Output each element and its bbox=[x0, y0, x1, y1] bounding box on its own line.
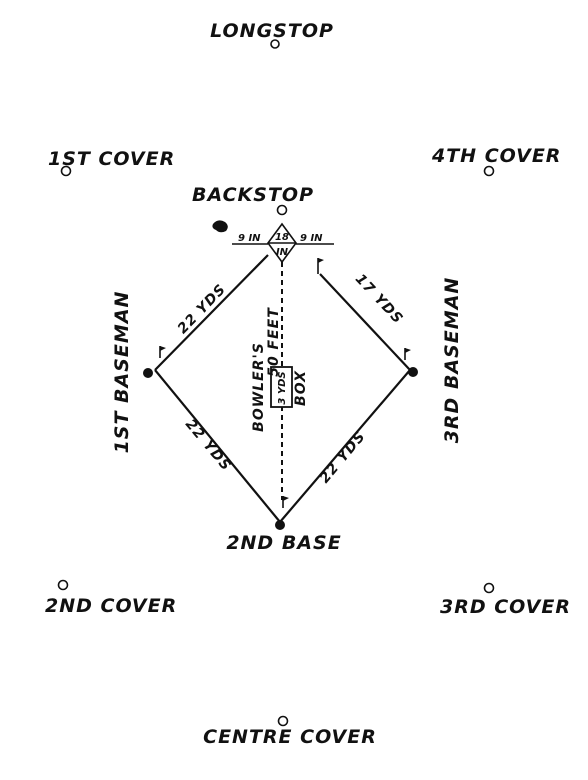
fifty-feet-label: 50 FEET bbox=[266, 307, 282, 377]
yds-22-left-top-label: 22 YDS bbox=[175, 281, 230, 337]
second-cover-marker bbox=[57, 579, 69, 591]
backstop-marker bbox=[276, 204, 288, 216]
yds-22-right-bottom-label: 22 YDS bbox=[317, 428, 369, 486]
longstop-marker bbox=[270, 39, 280, 49]
first-to-second-line bbox=[154, 369, 281, 523]
three-yds-label: 3 YDS bbox=[277, 371, 288, 404]
second-base-flag bbox=[282, 496, 289, 508]
first-base-dot bbox=[143, 368, 153, 378]
third-base-dot bbox=[408, 367, 418, 377]
ink-blot bbox=[212, 220, 228, 233]
in-lower-label: IN bbox=[276, 247, 289, 258]
box-label: BOX bbox=[293, 370, 309, 406]
fourth-cover-label: 4TH COVER bbox=[431, 145, 561, 167]
second-cover-label: 2ND COVER bbox=[45, 595, 177, 617]
fourth-cover-marker bbox=[483, 165, 495, 177]
first-baseman-label: 1ST BASEMAN bbox=[111, 291, 133, 454]
bowlers-label: BOWLER'S bbox=[251, 342, 267, 432]
third-base-flag bbox=[404, 348, 411, 360]
second-to-third-line bbox=[279, 369, 411, 523]
third-to-home-line bbox=[319, 273, 411, 371]
centre-cover-marker bbox=[277, 715, 289, 727]
third-baseman-label: 3RD BASEMAN bbox=[441, 277, 463, 444]
home-flag-post bbox=[317, 258, 324, 274]
yds-17-right-top-label: 17 YDS bbox=[352, 271, 406, 327]
second-base-dot bbox=[275, 520, 285, 530]
backstop-label: BACKSTOP bbox=[192, 184, 314, 206]
centre-cover-label: CENTRE COVER bbox=[203, 726, 377, 748]
first-base-line bbox=[154, 254, 269, 371]
nine-in-left-label: 9 IN bbox=[238, 233, 261, 244]
eighteen-label: 18 bbox=[275, 232, 289, 243]
third-cover-label: 3RD COVER bbox=[440, 596, 571, 618]
longstop-label: LONGSTOP bbox=[210, 20, 334, 42]
first-cover-marker bbox=[60, 165, 72, 177]
first-cover-label: 1ST COVER bbox=[48, 148, 175, 170]
bowlers-box bbox=[270, 366, 293, 408]
yds-22-left-bottom-label: 22 YDS bbox=[182, 416, 234, 474]
nine-in-right-label: 9 IN bbox=[300, 233, 323, 244]
second-base-label: 2ND BASE bbox=[226, 532, 341, 554]
third-cover-marker bbox=[483, 582, 495, 594]
first-base-flag bbox=[159, 346, 166, 358]
